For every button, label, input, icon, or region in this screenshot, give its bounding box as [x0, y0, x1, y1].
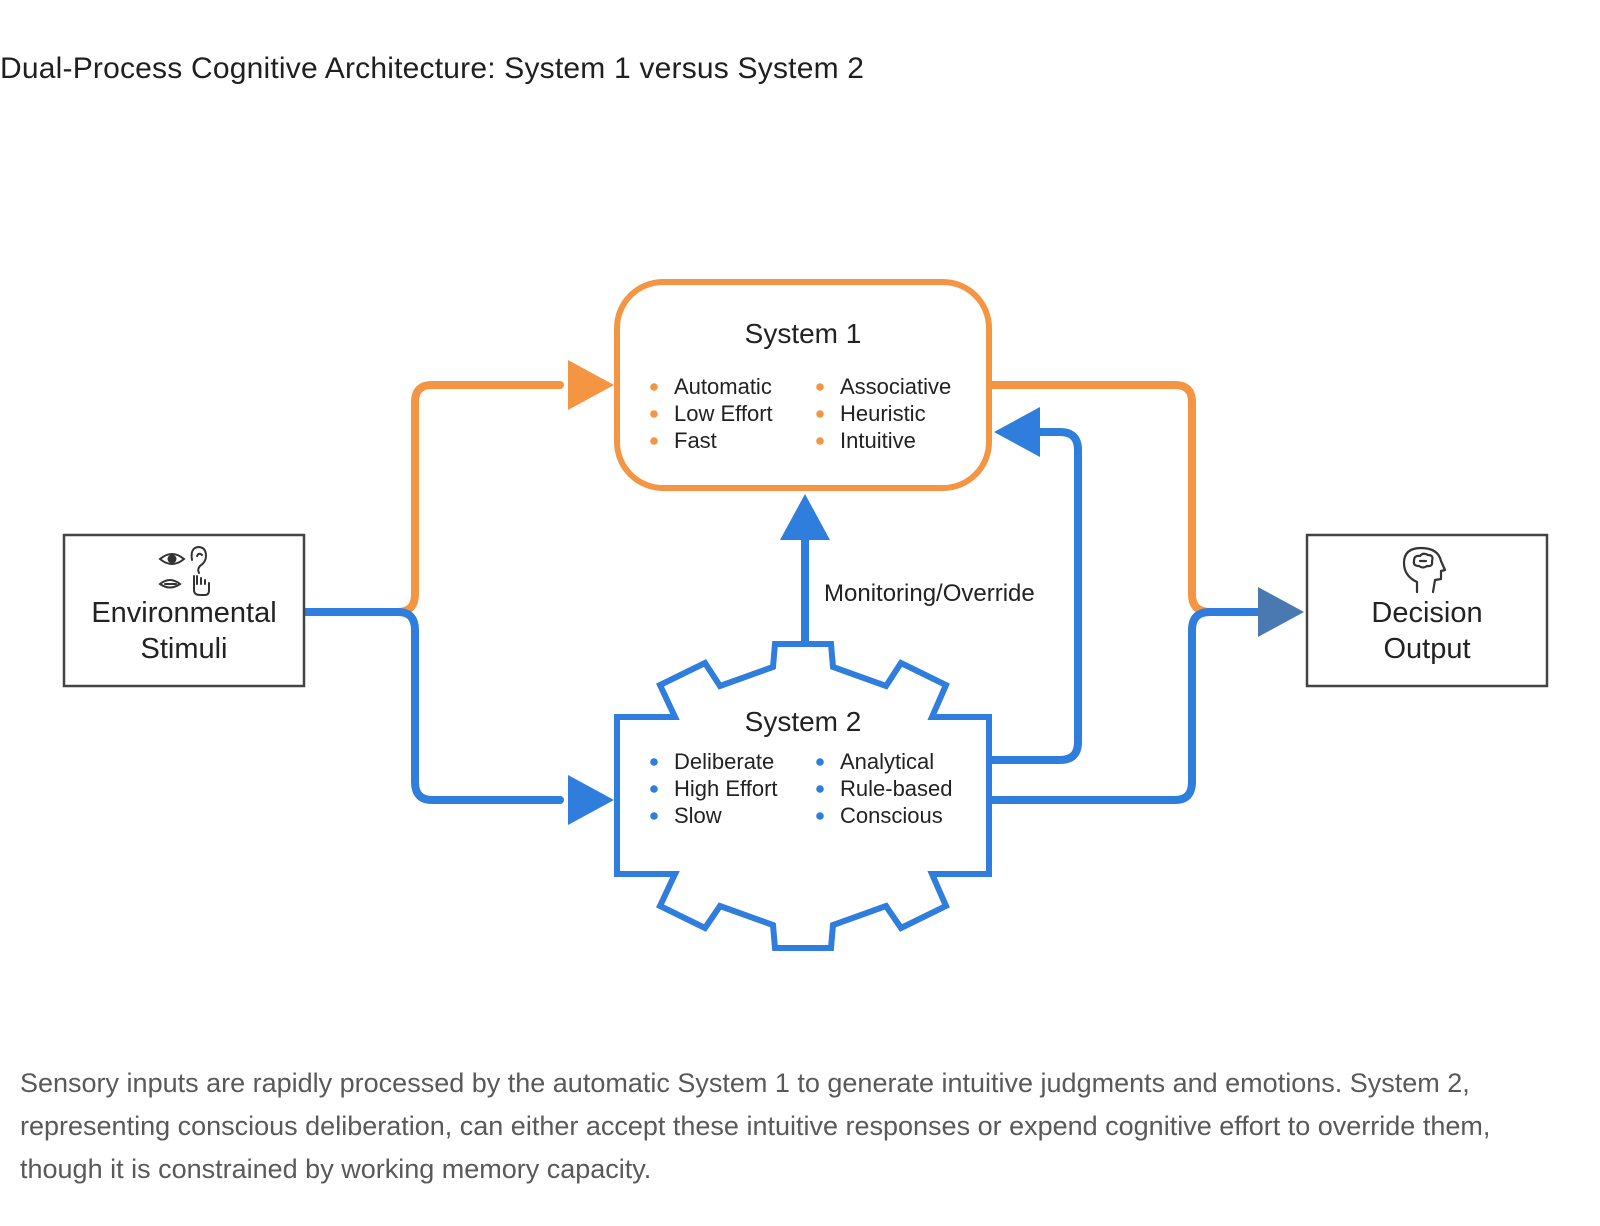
system2-title: System 2 — [745, 706, 862, 737]
stimuli-label-line2: Stimuli — [140, 633, 227, 665]
bullet — [816, 437, 824, 445]
brain-head-icon — [1402, 546, 1447, 594]
system2-right-list: Analytical Rule-based Conscious — [816, 749, 953, 828]
system2-input-arrowhead — [568, 775, 614, 825]
list-item: Intuitive — [840, 428, 916, 453]
bullet — [650, 785, 658, 793]
system1-left-list: Automatic Low Effort Fast — [650, 374, 773, 453]
system2-gear-outline — [614, 641, 992, 951]
list-item: Heuristic — [840, 401, 926, 426]
list-item: High Effort — [674, 776, 778, 801]
output-label-line1: Decision — [1371, 597, 1482, 629]
list-item: Low Effort — [674, 401, 773, 426]
system1-right-list: Associative Heuristic Intuitive — [816, 374, 951, 453]
bullet — [650, 758, 658, 766]
stimuli-to-system2-connector — [301, 608, 564, 804]
stimuli-label-line1: Environmental — [91, 597, 276, 629]
environmental-stimuli-box: Environmental Stimuli — [62, 533, 306, 688]
bullet — [650, 383, 658, 391]
feedback-arrowhead — [994, 407, 1040, 457]
bullet — [816, 812, 824, 820]
monitoring-override-label: Monitoring/Override — [824, 580, 1035, 607]
list-item: Deliberate — [674, 749, 774, 774]
decision-output-box: Decision Output — [1305, 533, 1549, 688]
system1-input-arrowhead — [568, 360, 614, 410]
bullet — [816, 785, 824, 793]
output-arrowhead — [1258, 587, 1304, 637]
bullet — [816, 383, 824, 391]
eye-icon — [158, 553, 186, 565]
bullet — [816, 758, 824, 766]
bullet — [650, 812, 658, 820]
nose-icon — [158, 579, 182, 589]
list-item: Conscious — [840, 803, 943, 828]
list-item: Slow — [674, 803, 722, 828]
system1-box: System 1 Automatic Low Effort Fast Assoc… — [614, 279, 992, 491]
bullet — [816, 410, 824, 418]
monitoring-arrowhead — [780, 494, 830, 540]
ear-icon — [190, 545, 208, 574]
stimuli-to-system1-connector — [301, 381, 564, 616]
dual-process-diagram: Monitoring/Override Environmental Stimul… — [62, 279, 1549, 951]
list-item: Fast — [674, 428, 717, 453]
list-item: Automatic — [674, 374, 772, 399]
page-title: Dual-Process Cognitive Architecture: Sys… — [0, 52, 865, 85]
bullet — [650, 437, 658, 445]
system2-feedback-connector — [988, 428, 1082, 764]
system1-title: System 1 — [745, 318, 862, 349]
system2-to-output-connector — [988, 608, 1266, 804]
system2-left-list: Deliberate High Effort Slow — [650, 749, 778, 828]
bullet — [650, 410, 658, 418]
system2-gear: System 2 Deliberate High Effort Slow Ana… — [614, 641, 992, 951]
list-item: Rule-based — [840, 776, 953, 801]
output-label-line2: Output — [1383, 633, 1470, 665]
hand-icon — [193, 575, 210, 596]
list-item: Associative — [840, 374, 951, 399]
diagram-caption: Sensory inputs are rapidly processed by … — [20, 1068, 1491, 1184]
list-item: Analytical — [840, 749, 934, 774]
